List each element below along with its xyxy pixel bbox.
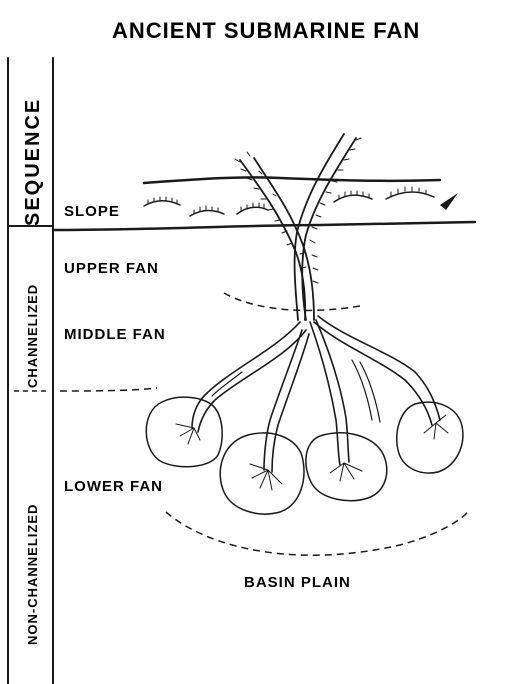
basin-plain-label: BASIN PLAIN bbox=[244, 574, 351, 591]
channelized-boundary bbox=[60, 388, 157, 391]
basin-plain-boundary bbox=[166, 512, 468, 555]
upper-fan-boundary bbox=[224, 293, 360, 310]
slope-arrow-icon bbox=[440, 193, 458, 210]
sequence-column: SEQUENCE CHANNELIZED NON-CHANNELIZED bbox=[8, 58, 53, 684]
slump-scars bbox=[144, 187, 434, 216]
middle-fan-label: MIDDLE FAN bbox=[64, 326, 166, 343]
sequence-label: SEQUENCE bbox=[22, 98, 44, 226]
diagram-title: ANCIENT SUBMARINE FAN bbox=[112, 18, 420, 43]
upper-fan-label: UPPER FAN bbox=[64, 260, 159, 277]
slope-base-line bbox=[53, 222, 475, 230]
lobe-1 bbox=[146, 397, 222, 467]
shelf-edge-line bbox=[144, 177, 440, 183]
non-channelized-label: NON-CHANNELIZED bbox=[25, 504, 40, 645]
lobe-4 bbox=[397, 402, 463, 473]
channelized-label: CHANNELIZED bbox=[25, 284, 40, 388]
slope-label: SLOPE bbox=[64, 203, 120, 220]
lower-fan-label: LOWER FAN bbox=[64, 478, 163, 495]
